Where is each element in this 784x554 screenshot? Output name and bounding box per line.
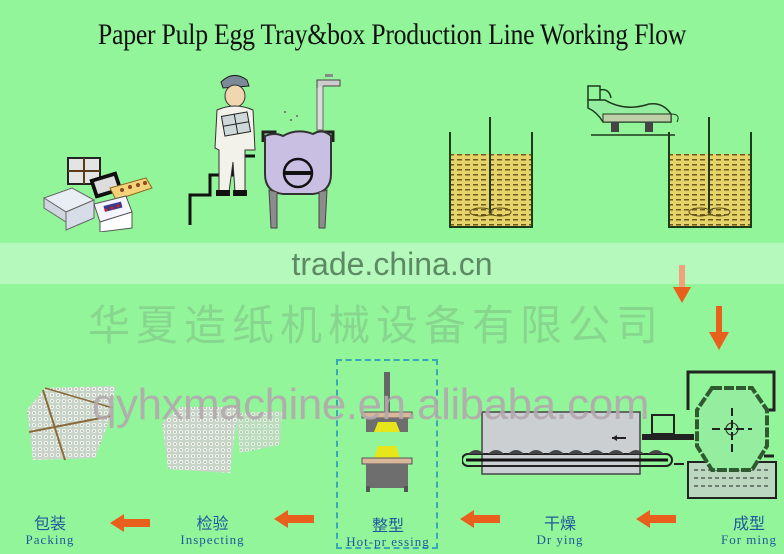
hot-press-machine-icon (360, 372, 416, 492)
step-forming: 成型 For ming (714, 510, 784, 548)
step-packing: 包装 Packing (20, 510, 80, 548)
stirring-tank-icon (667, 117, 757, 229)
page-title: Paper Pulp Egg Tray&box Production Line … (97, 18, 687, 51)
waste-paper-bundles-icon (42, 150, 154, 232)
inspected-egg-trays-icon (160, 405, 285, 475)
step-label-cn: 成型 (732, 514, 765, 533)
watermark-alibaba: qyhxmachine.en.alibaba.com (92, 380, 649, 429)
arrow-left-icon (274, 510, 314, 528)
arrow-left-icon (460, 510, 500, 528)
step-label-en: Dr ying (536, 532, 584, 547)
watermark-trade: trade.china.cn (291, 246, 493, 282)
step-inspecting: 检验 Inspecting (170, 510, 255, 548)
arrow-left-icon (110, 514, 150, 532)
arrow-down-icon (673, 265, 691, 305)
step-drying: 干燥 Dr ying (525, 510, 595, 548)
step-label-cn: 整型 (371, 516, 404, 535)
step-hot-pressing: 整型 Hot-pr essing (338, 512, 438, 550)
step-label-en: Packing (25, 532, 75, 547)
worker-pulper-tank-icon (185, 70, 345, 230)
step-label-cn: 干燥 (543, 514, 576, 533)
arrow-left-icon (636, 510, 676, 528)
dryer-forming-machine-icon (462, 370, 784, 500)
arrow-down-icon (709, 306, 729, 350)
stirring-tank-icon (448, 117, 538, 229)
pulp-refiner-icon (585, 84, 685, 144)
packed-egg-trays-icon (25, 380, 120, 465)
step-label-en: Hot-pr essing (346, 534, 430, 549)
watermark-band (0, 243, 784, 284)
watermark-company-cn: 华夏造纸机械设备有限公司 (88, 301, 665, 350)
step-label-cn: 包装 (33, 514, 66, 533)
step-label-en: For ming (720, 532, 778, 547)
step-label-en: Inspecting (180, 532, 245, 547)
step-label-cn: 检验 (196, 514, 229, 533)
hot-pressing-frame (336, 359, 438, 549)
